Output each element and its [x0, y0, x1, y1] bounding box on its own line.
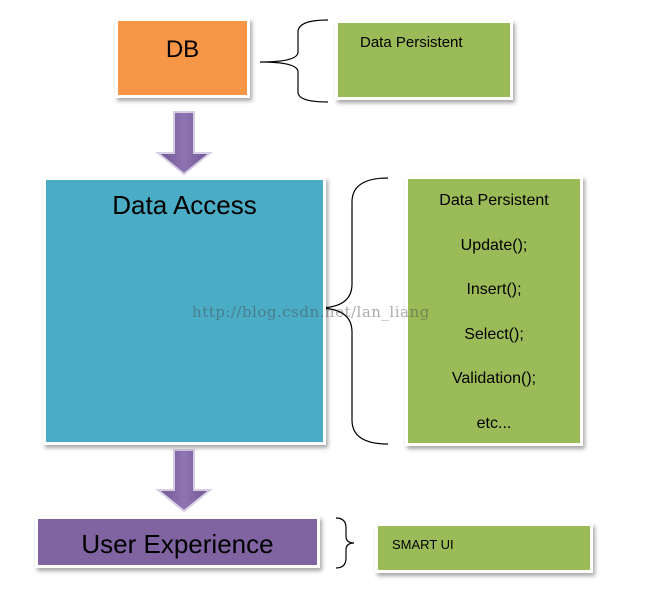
- data-access-items-list: Data Persistent Update(); Insert(); Sele…: [408, 191, 580, 458]
- brace-ux: [335, 517, 355, 569]
- user-experience-layer-label: User Experience: [81, 529, 274, 559]
- data-access-item: Insert();: [466, 281, 522, 298]
- data-access-layer-label: Data Access: [112, 190, 257, 220]
- data-access-item: Update();: [460, 236, 528, 254]
- arrow-data-access-to-ux: [155, 449, 213, 513]
- data-access-layer-box: Data Access: [43, 177, 326, 445]
- db-note-text: Data Persistent: [360, 34, 463, 51]
- ux-note-text: SMART UI: [392, 537, 454, 552]
- data-access-item: Data Persistent: [439, 192, 549, 209]
- ux-note-box: SMART UI: [375, 523, 593, 573]
- watermark-text: http://blog.csdn.net/lan_liang: [192, 303, 430, 321]
- db-layer-box: DB: [115, 18, 250, 98]
- user-experience-layer-box: User Experience: [35, 516, 320, 568]
- db-note-box: Data Persistent: [335, 20, 513, 100]
- brace-db: [259, 19, 329, 103]
- data-access-item: etc...: [476, 414, 512, 432]
- db-layer-label: DB: [165, 36, 200, 63]
- arrow-db-to-data-access: [155, 111, 213, 176]
- data-access-item: Validation();: [451, 370, 537, 387]
- data-access-item: Select();: [464, 325, 524, 343]
- data-access-note-box: Data Persistent Update(); Insert(); Sele…: [405, 176, 583, 446]
